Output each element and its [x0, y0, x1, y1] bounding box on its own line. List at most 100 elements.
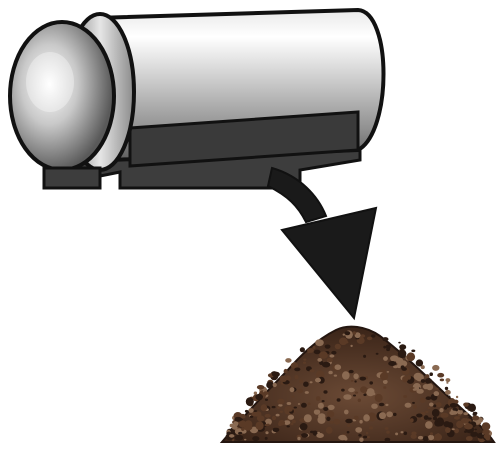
compost-granule — [295, 375, 299, 379]
compost-granule — [257, 385, 264, 390]
compost-granule — [375, 394, 383, 402]
compost-granule — [328, 405, 335, 410]
compost-granule — [239, 420, 247, 427]
compost-granule — [429, 403, 434, 407]
compost-granule — [359, 420, 362, 424]
compost-granule — [449, 411, 455, 415]
compost-granule — [463, 403, 469, 407]
compost-granule — [382, 337, 388, 341]
compost-granule — [229, 434, 234, 438]
compost-granule — [268, 385, 272, 388]
compost-granule — [310, 381, 313, 383]
compost-granule — [369, 381, 373, 384]
compost-granule — [395, 433, 398, 436]
down-arrow-icon — [268, 168, 376, 318]
compost-granule — [440, 379, 444, 382]
compost-granule — [241, 428, 244, 431]
compost-granule — [433, 404, 436, 407]
compost-granule — [470, 432, 477, 437]
compost-granule — [439, 408, 443, 412]
compost-granule — [329, 354, 334, 357]
compost-granule — [398, 342, 401, 344]
compost-granule — [290, 423, 293, 426]
compost-granule — [452, 428, 455, 430]
compost-granule — [323, 390, 327, 393]
compost-granule — [354, 380, 356, 382]
compost-granule — [354, 416, 359, 420]
compost-granule — [327, 411, 334, 417]
compost-granule — [376, 353, 379, 355]
compost-granule — [322, 400, 325, 402]
compost-granule — [401, 431, 404, 433]
compost-granule — [385, 438, 391, 442]
compost-granule — [426, 396, 432, 400]
compost-granule — [303, 359, 306, 361]
compost-granule — [299, 380, 303, 384]
compost-granule — [387, 371, 390, 373]
compost-granule — [345, 341, 348, 343]
compost-granule — [290, 387, 295, 392]
compost-granule — [423, 436, 429, 442]
compost-granule — [379, 403, 385, 407]
compost-granule — [393, 413, 397, 416]
compost-granule — [385, 427, 389, 430]
compost-granule — [287, 425, 290, 427]
compost-granule — [420, 398, 426, 403]
compost-granule — [444, 406, 447, 409]
compost-granule — [351, 380, 354, 382]
compost-granule — [407, 375, 411, 380]
drum-cap-highlight — [26, 52, 74, 112]
compost-granule — [284, 369, 288, 374]
compost-granule — [278, 404, 282, 407]
compost-granule — [421, 379, 425, 383]
compost-granule — [326, 427, 333, 434]
compost-granule — [304, 414, 312, 422]
compost-granule — [371, 334, 375, 337]
compost-granule — [316, 433, 324, 438]
compost-granule — [287, 402, 292, 405]
compost-granule — [428, 435, 434, 440]
compost-granule — [456, 421, 463, 428]
compost-granule — [428, 407, 431, 409]
arrow-head — [282, 208, 376, 318]
compost-granule — [463, 412, 468, 415]
compost-granule — [383, 346, 386, 349]
compost-granule — [426, 383, 433, 390]
compost-granule — [418, 436, 423, 440]
compost-granule — [459, 408, 463, 411]
compost-granule — [371, 404, 378, 409]
compost-granule — [435, 420, 438, 422]
compost-granule — [386, 431, 390, 434]
compost-granule — [466, 436, 473, 441]
compost-granule — [305, 391, 309, 394]
compost-granule — [363, 394, 366, 397]
compost-granule — [233, 421, 238, 426]
compost-granule — [432, 409, 440, 417]
compost-granule — [265, 437, 268, 440]
compost-granule — [432, 365, 439, 371]
compost-granule — [446, 378, 451, 382]
compost-granule — [330, 421, 334, 424]
compost-granule — [425, 411, 428, 413]
compost-granule — [445, 387, 448, 390]
compost-granule — [388, 361, 396, 366]
compost-granule — [353, 373, 358, 379]
compost-granule — [288, 415, 294, 420]
compost-granule — [265, 424, 269, 426]
compost-granule — [300, 423, 308, 430]
compost-granule — [314, 409, 320, 415]
compost-granule — [337, 398, 341, 401]
compost-granule — [363, 414, 370, 421]
compost-granule — [414, 373, 423, 380]
compost-granule — [273, 428, 280, 433]
compost-granule — [404, 432, 408, 436]
compost-granule — [360, 377, 367, 381]
compost-granule — [343, 394, 351, 400]
compost-granule — [452, 408, 457, 411]
compost-granule — [360, 334, 365, 337]
compost-granule — [386, 411, 393, 417]
compost-granule — [313, 346, 316, 349]
compost-granule — [430, 432, 433, 435]
